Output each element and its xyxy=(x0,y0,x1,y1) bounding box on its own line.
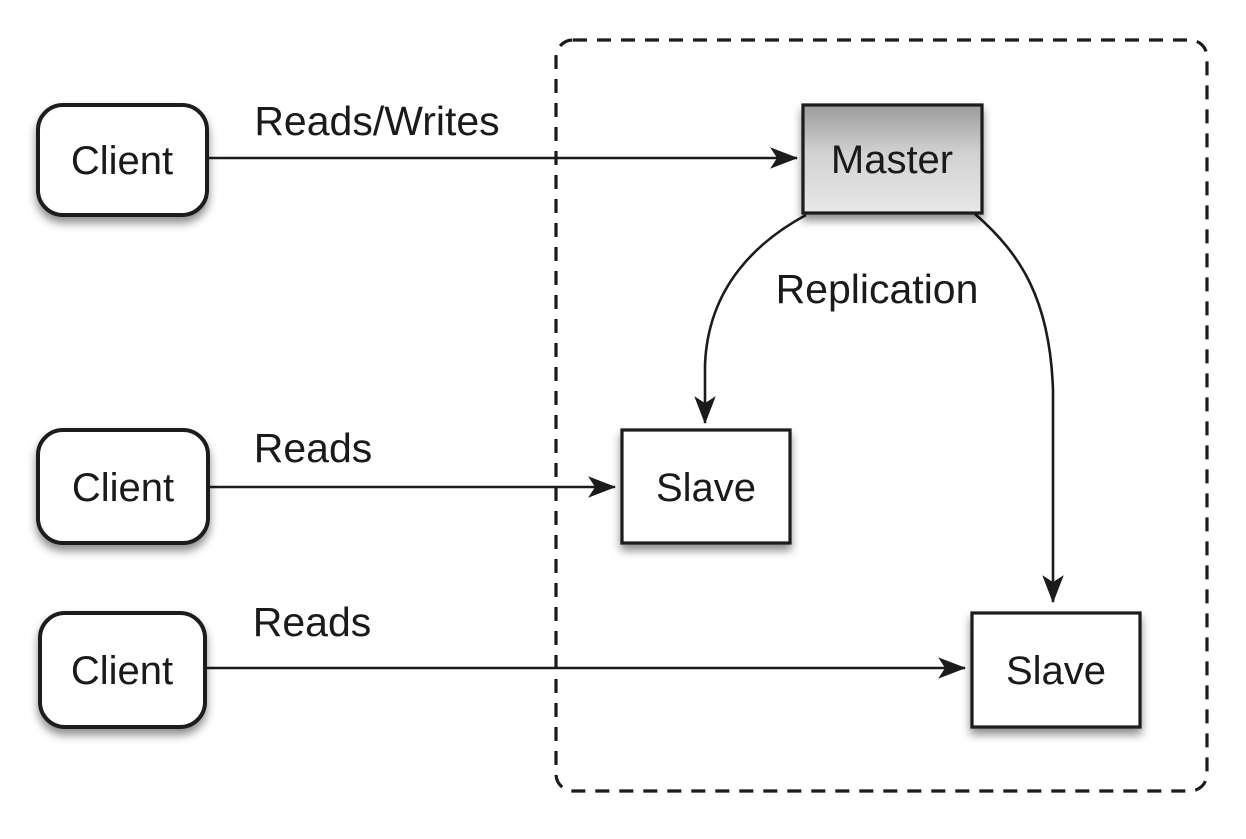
slave-node-2-box xyxy=(970,611,1142,729)
master-node: Master xyxy=(801,103,984,215)
edge-label-reads-writes: Reads/Writes xyxy=(254,98,499,144)
client-node-2-box xyxy=(36,428,210,545)
client-node-3: Client xyxy=(38,611,207,729)
client-node-3-box xyxy=(38,611,207,729)
edge-label-reads-2: Reads xyxy=(253,599,372,645)
edge-label-replication: Replication xyxy=(776,266,979,312)
client-node-2: Client xyxy=(36,428,210,545)
edge-replication-left xyxy=(694,213,807,425)
slave-node-1-box xyxy=(620,428,792,545)
edge-replication-right xyxy=(974,213,1064,604)
slave-node-2-label: Slave xyxy=(1006,649,1106,693)
client-node-1-label: Client xyxy=(71,139,173,183)
client-node-1-box xyxy=(36,103,209,217)
cluster-boundary xyxy=(554,38,1209,793)
edge-label-reads-1: Reads xyxy=(254,425,373,471)
slave-node-2: Slave xyxy=(970,611,1142,729)
slave-node-1: Slave xyxy=(620,428,792,545)
master-node-label: Master xyxy=(831,138,953,182)
slave-node-1-label: Slave xyxy=(656,466,756,510)
client-node-1: Client xyxy=(36,103,209,217)
master-node-box xyxy=(801,103,984,215)
client-node-3-label: Client xyxy=(71,649,173,693)
client-node-2-label: Client xyxy=(72,466,174,510)
